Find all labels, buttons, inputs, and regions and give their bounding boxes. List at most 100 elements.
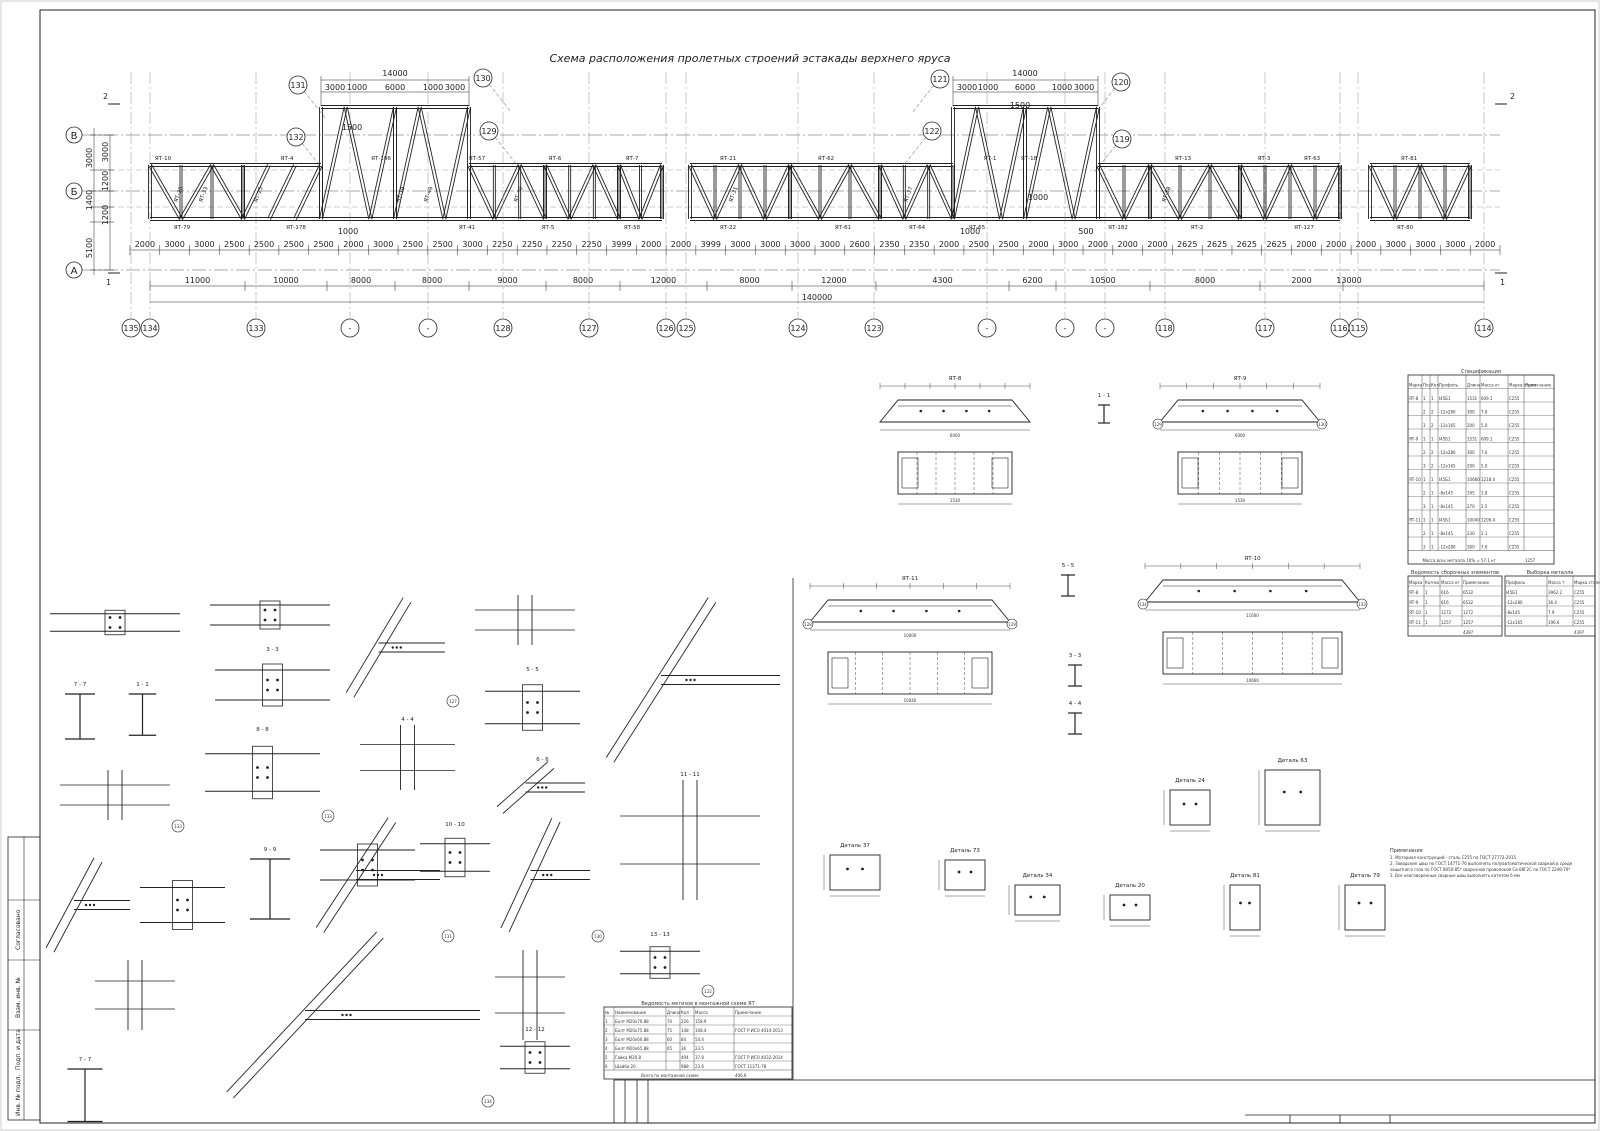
truss-label-top: ЯТ-57 bbox=[469, 156, 486, 162]
detail-title: Деталь 73 bbox=[950, 848, 980, 854]
bolt bbox=[526, 701, 529, 704]
small-detail: Деталь 34 bbox=[1008, 873, 1061, 922]
table-cell: Гайка М20.8 bbox=[615, 1055, 641, 1060]
node-detail bbox=[45, 857, 130, 953]
beam-edge bbox=[319, 106, 345, 219]
i-section: 5 - 5 bbox=[1061, 563, 1075, 597]
table-cell: 1 bbox=[1431, 545, 1434, 550]
table-cell: 1218.0 bbox=[1481, 477, 1495, 482]
table-cell: 2 bbox=[1423, 491, 1426, 496]
table-header: № bbox=[605, 1010, 609, 1015]
truss-label-top: ЯТ-13 bbox=[1175, 156, 1192, 162]
column-axis-bubble bbox=[493, 318, 513, 338]
table-cell: -8x145 bbox=[1439, 491, 1453, 496]
hole bbox=[1282, 790, 1286, 794]
node-circle-label: 122 bbox=[704, 989, 712, 994]
table-cell: 7.9 bbox=[1548, 610, 1555, 615]
beam-edge bbox=[269, 165, 297, 220]
section-label: 10 - 10 bbox=[445, 822, 465, 828]
beam-edge bbox=[467, 165, 494, 220]
table-cell: 300 bbox=[1467, 410, 1475, 415]
column-axis-label: 134 bbox=[142, 324, 157, 333]
i-section bbox=[67, 1068, 103, 1123]
bolt bbox=[266, 766, 269, 769]
row-axis-markers: В Б А bbox=[65, 126, 83, 279]
column-axis-bubble bbox=[1255, 318, 1275, 338]
column-axis-bubble bbox=[1348, 318, 1368, 338]
truss-post bbox=[818, 165, 822, 219]
truss-label-top: ЯТ-81 bbox=[1401, 156, 1417, 162]
stamp-label-agreed: Согласовано bbox=[15, 909, 22, 950]
beam-edge bbox=[926, 165, 953, 220]
truss-bottom-chord bbox=[790, 217, 880, 221]
table-cell: 200 bbox=[1467, 464, 1475, 469]
node-detail: 9 - 9 bbox=[250, 847, 290, 920]
beam-edge bbox=[951, 106, 976, 219]
column-axis-label: 126 bbox=[658, 324, 673, 333]
leader bbox=[303, 90, 327, 120]
truss-panel bbox=[1023, 105, 1100, 221]
truss-panel bbox=[951, 105, 1027, 221]
table-title: Выборка металла bbox=[1527, 570, 1574, 576]
beam-edge bbox=[508, 821, 561, 933]
span-dim: 2000 bbox=[1291, 276, 1311, 285]
bay-dim: 2500 bbox=[433, 240, 453, 249]
table-cell: I45Б1 bbox=[1439, 518, 1451, 523]
truss-view-outline bbox=[809, 599, 1011, 623]
top-dim: 6000 bbox=[1015, 83, 1035, 92]
beam-edge bbox=[1208, 165, 1240, 220]
bolt bbox=[685, 678, 688, 682]
beam-edge bbox=[345, 597, 404, 693]
table-cell: 616 bbox=[1441, 590, 1449, 595]
bay-dim: 2350 bbox=[909, 240, 929, 249]
truss-label-diagonal: ЯТ-31 bbox=[728, 186, 739, 203]
section-label: 11 - 11 bbox=[680, 772, 699, 778]
bolt bbox=[448, 851, 452, 854]
i-section: 3 - 3 bbox=[1068, 653, 1082, 687]
beam-edge bbox=[210, 165, 243, 220]
table-cell: 148 bbox=[681, 1028, 689, 1033]
column-axis-label: 118 bbox=[1157, 324, 1172, 333]
top-dim: 3000 bbox=[957, 83, 977, 92]
node-callout-label: 122 bbox=[924, 127, 939, 136]
truss-panel bbox=[467, 163, 547, 221]
top-dim: 3000 bbox=[1074, 83, 1094, 92]
node-circle bbox=[701, 984, 715, 998]
truss-diagonal bbox=[1122, 164, 1152, 220]
truss-label-bottom: ЯТ-2 bbox=[1191, 225, 1204, 231]
truss-post bbox=[660, 165, 664, 219]
beam-edge bbox=[740, 164, 767, 219]
node-detail bbox=[475, 595, 575, 645]
bolt bbox=[538, 1051, 542, 1054]
bay-dim: 3999 bbox=[701, 240, 721, 249]
table-cell: 7.6 bbox=[1481, 450, 1488, 455]
node-callout-circle bbox=[479, 121, 499, 141]
bolt-hole bbox=[1269, 589, 1272, 593]
section-label: 3 - 3 bbox=[266, 647, 279, 653]
truss-panel bbox=[393, 105, 471, 221]
truss-diagonal bbox=[319, 106, 348, 220]
misc-dim: 1500 bbox=[1010, 101, 1030, 110]
truss-group bbox=[148, 105, 1472, 221]
table-header: Марка bbox=[1409, 580, 1423, 585]
section-label: 3 - 3 bbox=[1069, 653, 1082, 659]
bay-dim: 2500 bbox=[998, 240, 1018, 249]
node-detail: 130 bbox=[500, 817, 605, 943]
truss-label-diagonal: ЯТ-30 bbox=[513, 186, 524, 204]
bay-dim: 2000 bbox=[1088, 240, 1108, 249]
truss-view-title: ЯТ-9 bbox=[1234, 376, 1247, 382]
truss-diagonal bbox=[848, 164, 882, 220]
top-dim: 1000 bbox=[347, 83, 367, 92]
span-dim: 9000 bbox=[497, 276, 517, 285]
beam-edge bbox=[543, 165, 569, 220]
detail-plate bbox=[444, 837, 466, 878]
truss-diagonal bbox=[688, 164, 717, 220]
truss-post bbox=[617, 165, 621, 219]
beam-edge bbox=[1445, 165, 1472, 220]
top-dim: 14000 bbox=[1012, 69, 1037, 78]
table-cell: 54.4 bbox=[695, 1037, 704, 1042]
table-cell: С255 bbox=[1509, 504, 1520, 509]
